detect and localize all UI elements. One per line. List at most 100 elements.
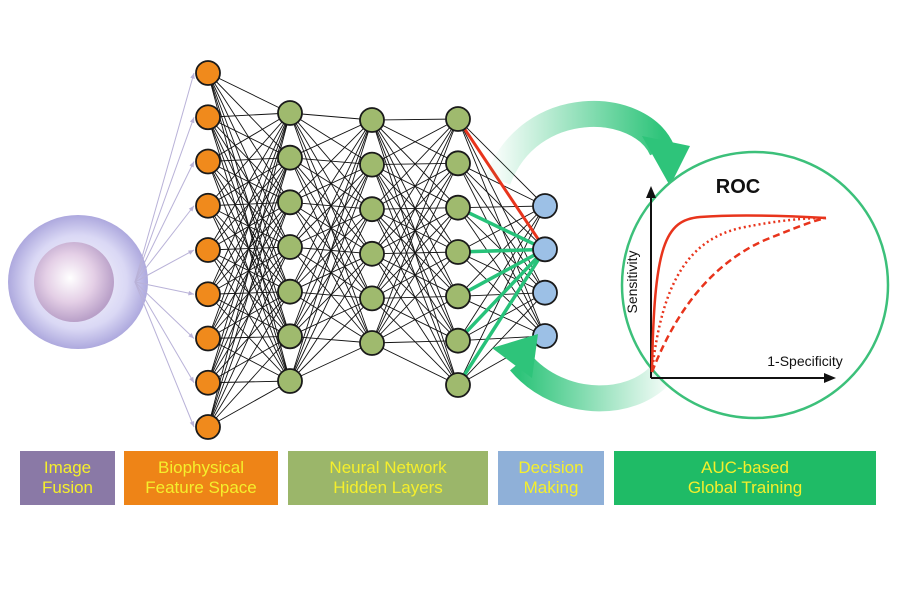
connection: [457, 292, 546, 386]
connection: [207, 202, 291, 428]
input-arrow: [134, 281, 195, 428]
roc-curve-middle: [650, 216, 827, 373]
connection: [289, 342, 373, 382]
connection: [207, 112, 291, 207]
hidden-node: [277, 278, 303, 305]
connection: [289, 119, 373, 292]
y-axis-arrow: [646, 186, 656, 198]
training-connection: [457, 206, 546, 251]
hidden-node: [359, 107, 385, 133]
stage-label-line1: Neural Network: [329, 458, 447, 477]
connection: [207, 336, 291, 428]
connection: [371, 118, 459, 344]
hidden-node: [359, 151, 385, 178]
connection: [289, 119, 373, 337]
input-arrow-head: [190, 73, 195, 79]
training-arrow-bottom-head: [492, 334, 538, 378]
feature-node: [195, 237, 221, 263]
connection: [289, 112, 373, 121]
connection: [207, 112, 291, 383]
y-axis-label: Sensitivity: [624, 250, 640, 313]
connection: [289, 253, 373, 382]
connection: [371, 295, 459, 344]
connection: [207, 72, 291, 114]
stage-label-line2: Feature Space: [145, 478, 257, 497]
input-arrow: [134, 72, 195, 283]
fused-cell-image: [8, 215, 148, 349]
connection: [371, 342, 459, 386]
training-connection: [457, 247, 546, 298]
input-arrow-head: [188, 205, 194, 212]
stage-label-line2: Making: [523, 478, 579, 497]
stage-auc-based-global-training: AUC-based Global Training: [614, 451, 876, 505]
input-arrow: [134, 281, 195, 295]
stage-label-line1: AUC-based: [701, 458, 789, 477]
feature-node: [195, 369, 221, 396]
highlighted-connections: [456, 118, 547, 386]
feature-node: [195, 148, 221, 175]
connection: [371, 118, 459, 165]
connection: [289, 209, 373, 382]
stage-label-line2: Global Training: [687, 478, 803, 497]
connection: [371, 163, 459, 344]
connection: [289, 119, 373, 248]
training-connection: [456, 248, 547, 342]
hidden-node: [277, 234, 303, 260]
feature-node: [195, 104, 221, 131]
input-arrow-head: [189, 117, 195, 124]
stage-label-line2: Fusion: [41, 478, 94, 497]
connection: [207, 112, 291, 251]
training-arrow-top: [485, 100, 674, 186]
connection: [371, 251, 459, 344]
input-arrow-head: [188, 290, 194, 296]
input-arrows: [134, 72, 195, 428]
network-nodes: [195, 60, 558, 440]
hidden-node: [277, 100, 303, 126]
input-arrow-head: [189, 161, 194, 168]
stage-decision-making: Decision Making: [498, 451, 604, 505]
training-connection: [457, 247, 546, 254]
hidden-node: [445, 150, 471, 177]
input-arrow: [134, 281, 195, 384]
input-arrow: [134, 161, 195, 283]
hidden-node: [445, 239, 471, 265]
input-arrow-head: [189, 376, 194, 383]
stage-image-fusion: Image Fusion: [20, 451, 115, 505]
hidden-node: [445, 283, 471, 310]
feature-node: [195, 192, 221, 219]
connection: [289, 119, 373, 382]
x-axis-arrow: [824, 373, 836, 383]
connection: [207, 157, 291, 428]
connection: [207, 291, 291, 428]
input-arrow: [134, 281, 195, 339]
connection: [371, 118, 459, 299]
input-arrow: [134, 205, 195, 283]
hidden-node: [277, 144, 303, 171]
highlighted-connection: [456, 118, 547, 251]
connection: [371, 118, 459, 255]
roc-panel: ROC Sensitivity 1-Specificity: [620, 150, 890, 420]
feature-node: [195, 414, 221, 440]
input-arrow-head: [188, 250, 194, 255]
hidden-node: [445, 106, 471, 132]
connection: [289, 164, 373, 382]
feature-node: [195, 325, 221, 352]
input-arrow-head: [188, 332, 194, 339]
feature-node: [195, 60, 221, 86]
feature-node: [195, 281, 221, 308]
connection: [289, 119, 373, 203]
hidden-node: [359, 285, 385, 312]
output-node: [532, 236, 558, 263]
connection: [371, 118, 459, 210]
input-arrow-head: [189, 421, 195, 427]
connection: [207, 380, 291, 428]
input-arrow: [134, 249, 195, 283]
connection: [371, 118, 459, 121]
hidden-node: [445, 372, 471, 398]
hidden-node: [359, 330, 385, 356]
hidden-node: [359, 240, 385, 267]
connection: [289, 298, 373, 382]
connection: [207, 112, 291, 339]
connection: [207, 246, 291, 428]
